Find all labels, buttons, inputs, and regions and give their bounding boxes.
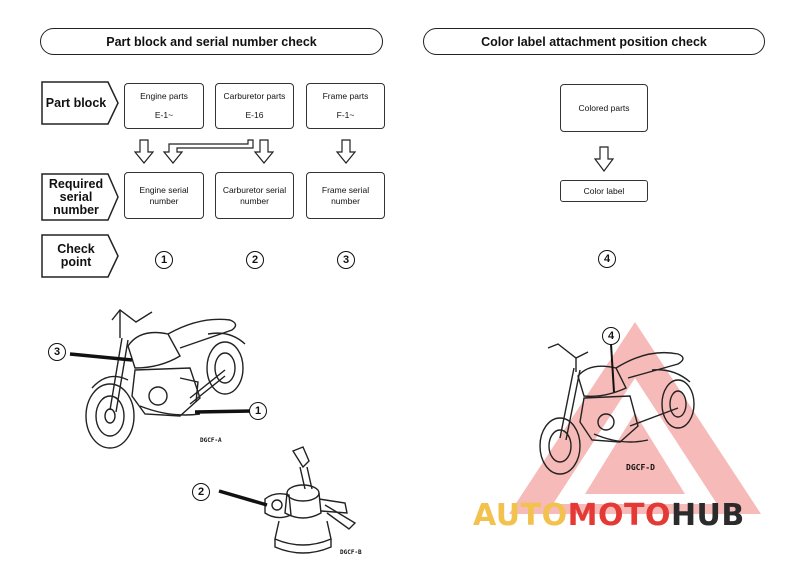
arrow-down-icon (133, 139, 155, 164)
figure-code-motorcycle: DGCF-A (200, 437, 222, 444)
check-point-4: 4 (598, 250, 616, 268)
callout-4: 4 (602, 327, 620, 345)
serial-engine: Engine serial number (124, 172, 204, 219)
row-label-part-block: Part block (45, 95, 107, 110)
carburetor-illustration (218, 446, 357, 554)
row-label-check-point-shape (40, 233, 120, 279)
watermark-part-moto: MOTO (567, 498, 671, 533)
figure-code-carburetor: DGCF-B (340, 549, 362, 556)
check-point-1: 1 (155, 251, 173, 269)
part-block-frame: Frame parts F-1~ (306, 83, 385, 129)
arrow-bent-icon (162, 139, 254, 164)
part-block-frame-code: F-1~ (336, 110, 355, 120)
part-block-engine-code: E-1~ (154, 110, 174, 120)
callout-1: 1 (249, 402, 267, 420)
watermark-triangle-icon (509, 322, 761, 514)
part-block-engine: Engine parts E-1~ (124, 83, 204, 129)
colored-parts-box: Colored parts (560, 84, 648, 132)
motorcycle-illustration (69, 309, 253, 449)
part-block-frame-name: Frame parts (322, 91, 369, 101)
row-label-check-point: Check point (57, 242, 95, 269)
header-part-block-check: Part block and serial number check (40, 28, 383, 55)
header-color-label-check: Color label attachment position check (423, 28, 765, 55)
callout-3: 3 (48, 343, 66, 361)
row-label-part-block-shape (40, 80, 120, 126)
arrow-down-icon (335, 139, 357, 164)
check-point-2: 2 (246, 251, 264, 269)
figure-code-color-bike: DGCF-D (626, 463, 655, 472)
serial-frame: Frame serial number (306, 172, 385, 219)
flow-arrows (133, 139, 357, 164)
row-label-required-serial: Required serial number (48, 176, 104, 217)
serial-carburetor: Carburetor serial number (215, 172, 294, 219)
part-block-carburetor-code: E-16 (245, 110, 264, 120)
color-check-motorcycle-illustration (539, 343, 695, 475)
row-label-required-serial-shape (40, 172, 120, 222)
color-label-box: Color label (560, 180, 648, 202)
callout-2: 2 (192, 483, 210, 501)
arrow-down-icon (593, 146, 615, 172)
arrow-down-icon (253, 139, 275, 164)
part-block-engine-name: Engine parts (140, 91, 188, 101)
watermark-part-hub: HUB (670, 498, 745, 533)
check-point-3: 3 (337, 251, 355, 269)
watermark-logo: AUTOMOTOHUB (473, 498, 745, 533)
part-block-carburetor: Carburetor parts E-16 (215, 83, 294, 129)
part-block-carburetor-name: Carburetor parts (223, 91, 286, 101)
watermark-part-auto: AUTO (473, 498, 568, 533)
